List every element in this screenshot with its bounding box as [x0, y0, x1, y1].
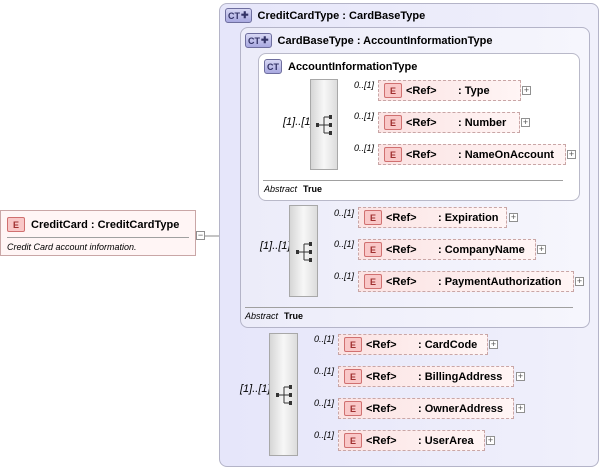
element-badge: E [384, 147, 402, 162]
item-cardinality: 0..[1] [354, 143, 375, 153]
item-cardinality: 0..[1] [334, 239, 355, 249]
card-base-sequence-box[interactable] [289, 205, 318, 297]
account-information-type-header: CT AccountInformationType [264, 59, 417, 74]
element-badge: E [364, 274, 382, 289]
expand-icon[interactable]: + [567, 149, 576, 159]
item-cardinality: 0..[1] [314, 430, 335, 440]
sequence-icon [316, 115, 332, 135]
item-cardinality: 0..[1] [354, 111, 375, 121]
root-separator [7, 237, 189, 238]
item-cardinality: 0..[1] [314, 366, 335, 376]
ref-tag: <Ref> [386, 243, 417, 256]
expand-icon[interactable]: + [509, 212, 518, 222]
ref-name: : CardCode [418, 338, 478, 351]
ref-tag: <Ref> [366, 402, 397, 415]
element-badge: E [344, 337, 362, 352]
ref-element-billing-address[interactable]: E <Ref> : BillingAddress [338, 366, 514, 387]
ref-tag: <Ref> [366, 370, 397, 383]
complex-type-icon: CT [264, 59, 282, 74]
ref-name: : PaymentAuthorization [438, 275, 562, 288]
account-information-type-title: AccountInformationType [288, 60, 418, 73]
ref-name: : UserArea [418, 434, 474, 447]
root-element-label: CreditCard : CreditCardType [31, 218, 180, 231]
ref-tag: <Ref> [366, 338, 397, 351]
ref-element-owner-address[interactable]: E <Ref> : OwnerAddress [338, 398, 514, 419]
ref-name: : Number [458, 116, 507, 129]
complex-type-extension-icon: CT✚ [225, 8, 252, 23]
ref-name: : CompanyName [438, 243, 525, 256]
ref-element-card-code[interactable]: E <Ref> : CardCode [338, 334, 488, 355]
element-badge: E [364, 242, 382, 257]
expand-icon[interactable]: + [522, 85, 531, 95]
ref-element-name-on-account[interactable]: E <Ref> : NameOnAccount [378, 144, 566, 165]
credit-card-sequence-cardinality: [1]..[1] [240, 383, 271, 395]
element-badge: E [344, 369, 362, 384]
expand-icon[interactable]: + [521, 117, 530, 127]
complex-type-extension-icon: CT✚ [245, 33, 272, 48]
account-separator [263, 180, 563, 181]
card-base-type-title: CardBaseType : AccountInformationType [277, 34, 493, 47]
ref-tag: <Ref> [406, 84, 437, 97]
element-badge: E [364, 210, 382, 225]
ref-element-user-area[interactable]: E <Ref> : UserArea [338, 430, 485, 451]
ref-name: : Type [458, 84, 490, 97]
ref-tag: <Ref> [386, 275, 417, 288]
ref-tag: <Ref> [386, 211, 417, 224]
card-base-separator [245, 307, 573, 308]
element-badge: E [384, 83, 402, 98]
item-cardinality: 0..[1] [314, 334, 335, 344]
element-badge: E [7, 217, 25, 232]
element-badge: E [344, 433, 362, 448]
account-sequence-box[interactable] [310, 79, 338, 170]
sequence-icon [296, 242, 312, 262]
root-header: E CreditCard : CreditCardType [7, 217, 179, 232]
sequence-icon [276, 385, 292, 405]
item-cardinality: 0..[1] [334, 208, 355, 218]
credit-card-type-title: CreditCardType : CardBaseType [257, 9, 426, 22]
expand-icon[interactable]: + [516, 403, 525, 413]
item-cardinality: 0..[1] [334, 271, 355, 281]
expand-icon[interactable]: + [486, 435, 495, 445]
ref-name: : Expiration [438, 211, 499, 224]
expand-icon[interactable]: + [575, 276, 584, 286]
ref-tag: <Ref> [406, 116, 437, 129]
ref-element-payment-authorization[interactable]: E <Ref> : PaymentAuthorization [358, 271, 574, 292]
ref-tag: <Ref> [366, 434, 397, 447]
credit-card-type-header: CT✚ CreditCardType : CardBaseType [225, 8, 425, 23]
card-base-sequence-cardinality: [1]..[1] [260, 240, 291, 252]
ref-element-expiration[interactable]: E <Ref> : Expiration [358, 207, 507, 228]
item-cardinality: 0..[1] [354, 80, 375, 90]
element-badge: E [384, 115, 402, 130]
ref-name: : OwnerAddress [418, 402, 503, 415]
ref-tag: <Ref> [406, 148, 437, 161]
element-badge: E [344, 401, 362, 416]
expand-icon[interactable]: + [516, 371, 525, 381]
root-collapse-icon[interactable]: − [196, 230, 205, 240]
item-cardinality: 0..[1] [314, 398, 335, 408]
account-sequence-cardinality: [1]..[1] [283, 116, 314, 128]
expand-icon[interactable]: + [537, 244, 546, 254]
root-element-box[interactable]: E CreditCard : CreditCardType Credit Car… [0, 210, 196, 256]
ref-element-type[interactable]: E <Ref> : Type [378, 80, 521, 101]
expand-icon[interactable]: + [489, 339, 498, 349]
ref-name: : BillingAddress [418, 370, 503, 383]
credit-card-sequence-box[interactable] [269, 333, 298, 456]
card-base-type-header: CT✚ CardBaseType : AccountInformationTyp… [245, 33, 492, 48]
root-documentation: Credit Card account information. [7, 242, 137, 252]
ref-element-number[interactable]: E <Ref> : Number [378, 112, 520, 133]
ref-element-company-name[interactable]: E <Ref> : CompanyName [358, 239, 536, 260]
ref-name: : NameOnAccount [458, 148, 554, 161]
